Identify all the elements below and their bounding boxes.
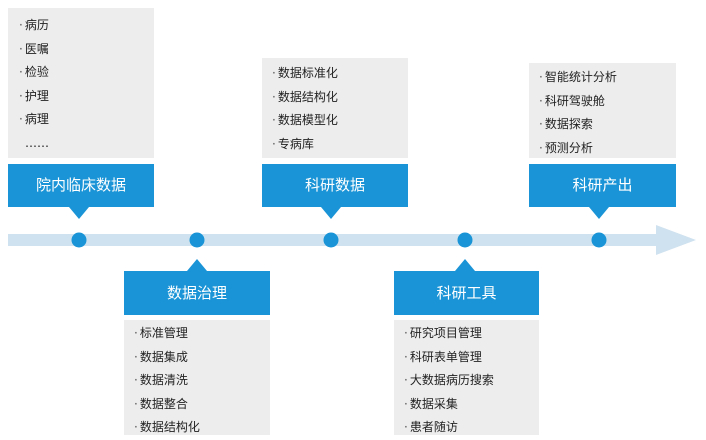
timeline-node-3 xyxy=(323,232,339,248)
stage-4-item: ·数据采集 xyxy=(404,396,458,411)
stage-3-item: ·数据结构化 xyxy=(272,89,338,104)
stage-2-label: 数据治理 xyxy=(124,271,270,315)
stage-1-item: ·医嘱 xyxy=(19,41,49,56)
stage-5-item: ·数据探索 xyxy=(539,117,593,131)
stage-4-item: ·科研表单管理 xyxy=(404,349,482,364)
stage-5-title: 科研产出 xyxy=(572,176,633,194)
pointer-down-5 xyxy=(589,207,609,219)
stage-2-item: ·数据集成 xyxy=(134,349,188,364)
pointer-up-2 xyxy=(187,259,207,271)
timeline-node-2 xyxy=(189,232,205,248)
stage-3-item: ·专病库 xyxy=(272,136,314,151)
stage-3-item: ·数据模型化 xyxy=(272,113,338,127)
stage-3-title: 科研数据 xyxy=(304,176,365,194)
stage-3-label: 科研数据 xyxy=(262,164,408,207)
stage-1-item: ·护理 xyxy=(19,88,49,103)
stage-1-title: 院内临床数据 xyxy=(35,176,126,194)
stage-4-item: ·研究项目管理 xyxy=(404,326,482,340)
stage-4-title: 科研工具 xyxy=(436,284,497,302)
stage-2-item: ·数据整合 xyxy=(134,396,188,411)
timeline-node-1 xyxy=(71,232,87,248)
pointer-down-3 xyxy=(321,207,341,219)
stage-1-item: ·病理 xyxy=(19,112,49,126)
stage-1-item: …… xyxy=(25,135,49,150)
stage-2-items-panel: ·标准管理 ·数据集成 ·数据清洗 ·数据整合 ·数据结构化 xyxy=(124,320,270,435)
stage-5-item: ·科研驾驶舱 xyxy=(539,93,605,108)
stage-1-label: 院内临床数据 xyxy=(8,164,154,207)
stage-4-item: ·大数据病历搜索 xyxy=(404,373,494,387)
stage-5-label: 科研产出 xyxy=(529,164,676,207)
stage-2-item: ·数据结构化 xyxy=(134,420,200,434)
stage-4-item: ·患者随访 xyxy=(404,420,458,434)
stage-5-item: ·智能统计分析 xyxy=(539,70,617,84)
stage-2-title: 数据治理 xyxy=(166,284,227,302)
stage-1-item: ·检验 xyxy=(19,65,49,79)
timeline-arrow-head xyxy=(656,225,696,255)
stage-3-items-panel: ·数据标准化 ·数据结构化 ·数据模型化 ·专病库 xyxy=(262,58,408,158)
timeline-node-5 xyxy=(591,232,607,248)
stage-2-item: ·数据清洗 xyxy=(134,373,188,387)
stage-1-items-panel: ·病历 ·医嘱 ·检验 ·护理 ·病理 …… xyxy=(8,8,154,158)
stage-3-item: ·数据标准化 xyxy=(272,66,338,80)
stage-5-item: ·预测分析 xyxy=(539,140,593,155)
pointer-up-4 xyxy=(455,259,475,271)
stage-1-item: ·病历 xyxy=(19,18,49,32)
stage-5-items-panel: ·智能统计分析 ·科研驾驶舱 ·数据探索 ·预测分析 xyxy=(529,63,676,158)
pointer-down-1 xyxy=(69,207,89,219)
stage-4-label: 科研工具 xyxy=(394,271,539,315)
stage-4-items-panel: ·研究项目管理 ·科研表单管理 ·大数据病历搜索 ·数据采集 ·患者随访 xyxy=(394,320,539,435)
timeline-node-4 xyxy=(457,232,473,248)
stage-2-item: ·标准管理 xyxy=(134,326,188,340)
